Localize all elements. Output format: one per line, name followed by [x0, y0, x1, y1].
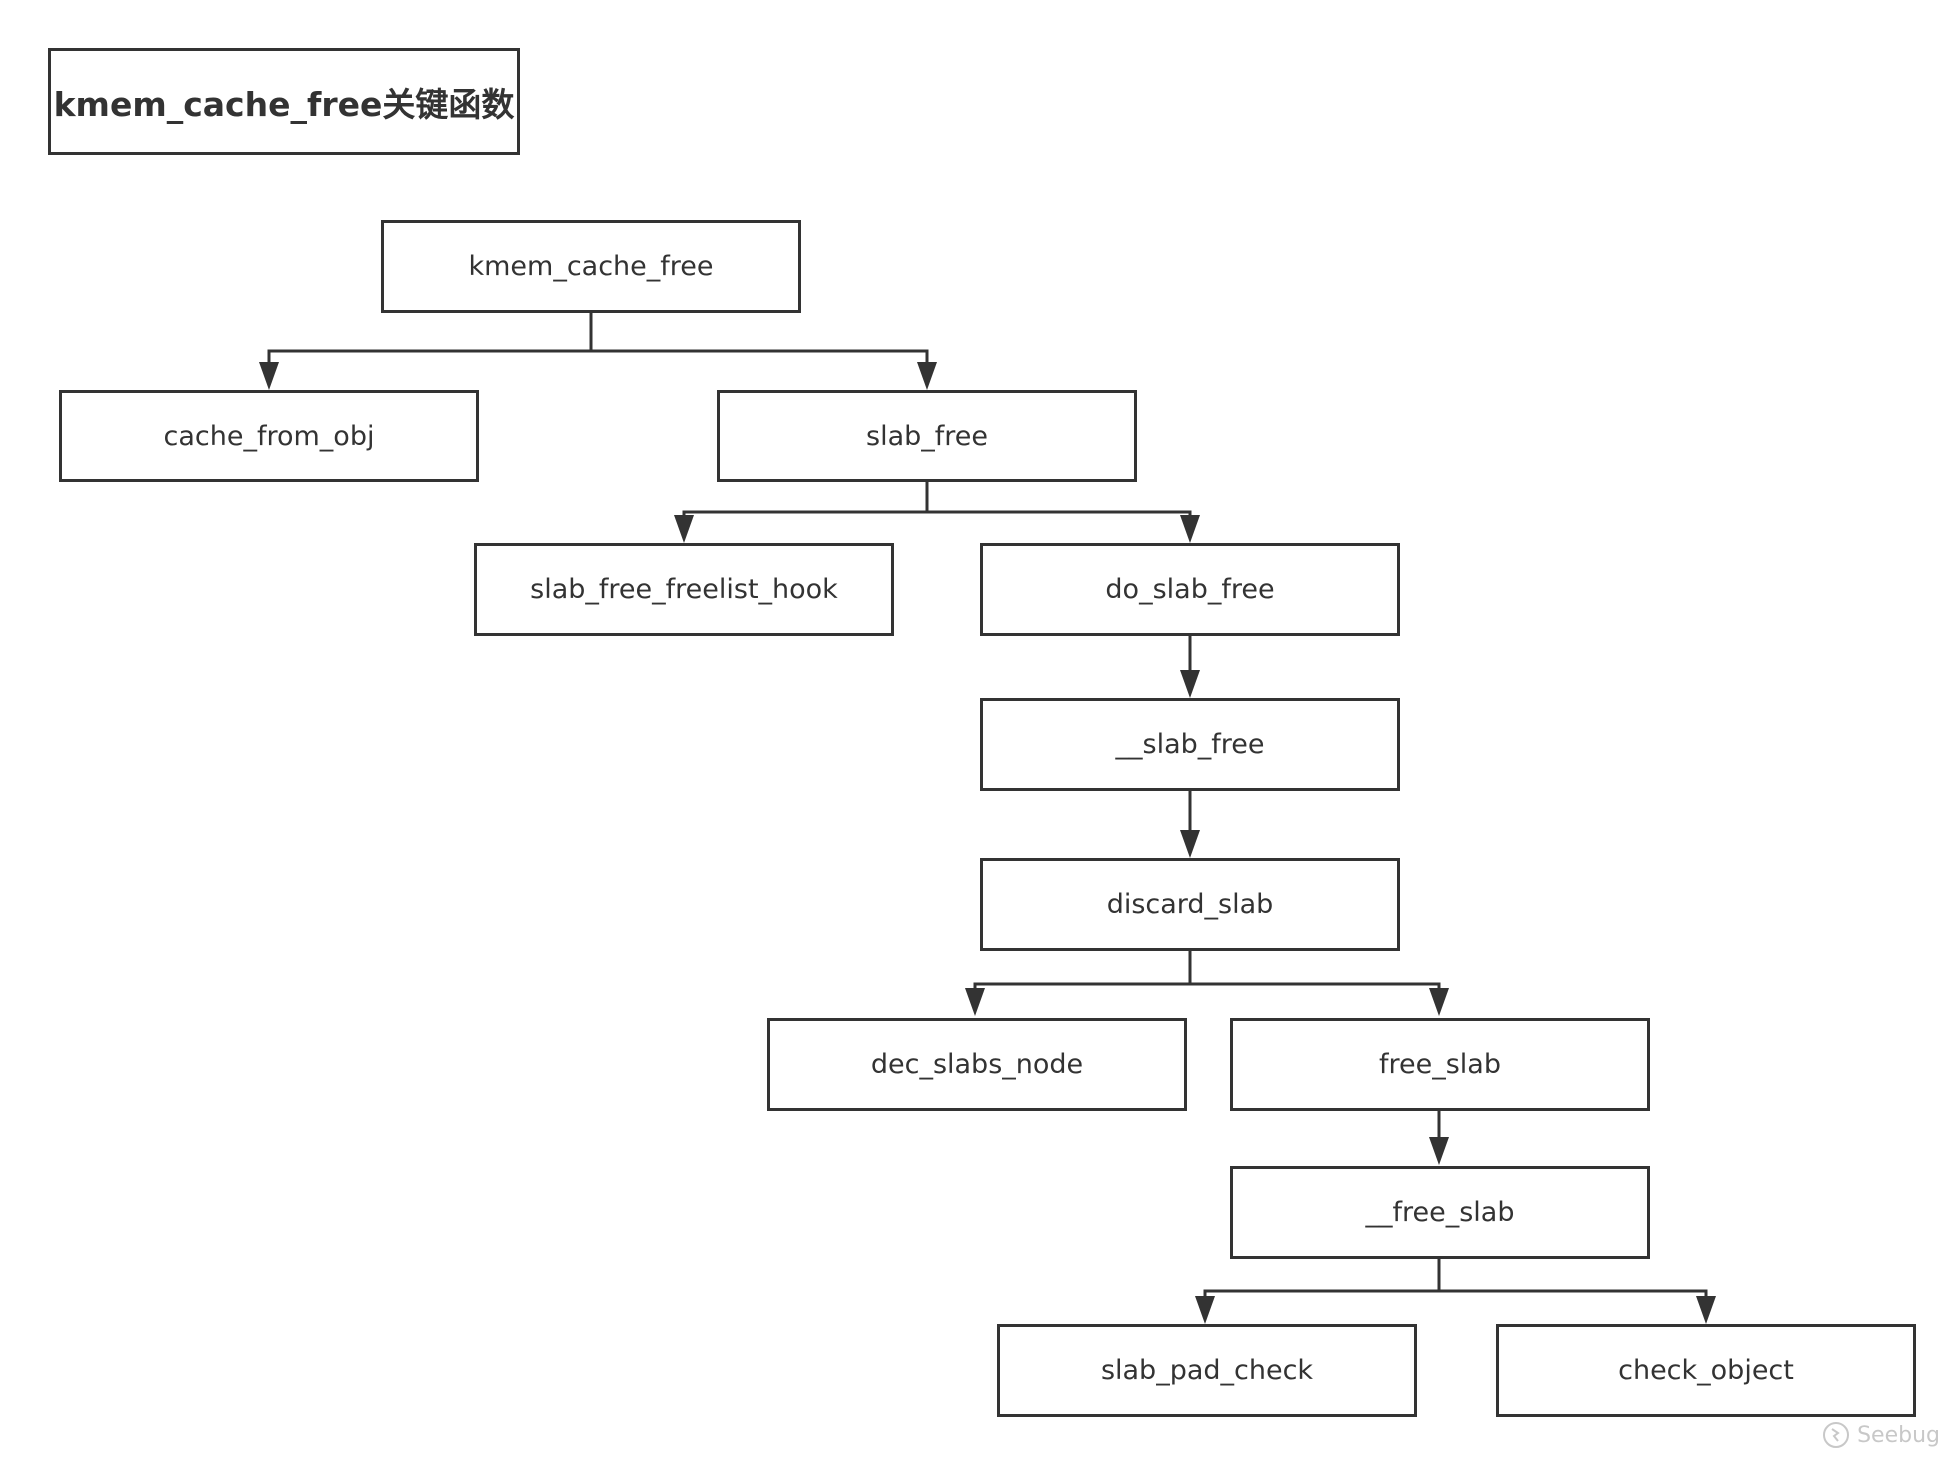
- node-label: discard_slab: [1106, 889, 1274, 920]
- node-slab_free: slab_free: [717, 390, 1137, 482]
- node-label: slab_free: [866, 420, 988, 452]
- seebug-logo-icon: [1823, 1422, 1850, 1448]
- arrowhead-check_object: [1696, 1296, 1716, 1324]
- watermark: Seebug: [1821, 1420, 1940, 1450]
- node-slab_free_freelist_hook: slab_free_freelist_hook: [474, 543, 894, 636]
- edge-kmem_cache_free-slab_free: [591, 349, 929, 370]
- node-label: slab_free_freelist_hook: [530, 574, 838, 605]
- edge-kmem_cache_free-children: [259, 313, 937, 390]
- arrowhead-dec_slabs_node: [965, 988, 985, 1016]
- node-label: kmem_cache_free: [468, 251, 714, 282]
- node-cache_from_obj: cache_from_obj: [59, 390, 479, 482]
- edge-slab_free-slab_free_freelist_hook: [682, 482, 929, 525]
- arrowhead-__free_slab: [1429, 1137, 1449, 1165]
- arrowhead-discard_slab: [1180, 830, 1200, 858]
- edge-__slab_free-discard_slab: [1180, 791, 1200, 858]
- node-label: dec_slabs_node: [870, 1049, 1084, 1080]
- node-label: slab_pad_check: [1100, 1355, 1314, 1386]
- edge-discard_slab-free_slab: [1190, 982, 1441, 997]
- arrowhead-slab_free: [917, 362, 937, 390]
- edge-do_slab_free-__slab_free: [1180, 636, 1200, 698]
- node-discard_slab: discard_slab: [980, 858, 1400, 951]
- diagram-title: kmem_cache_free关键函数: [48, 48, 520, 155]
- arrowhead-free_slab: [1429, 988, 1449, 1016]
- edge-slab_free-children: [674, 482, 1200, 543]
- node-label: do_slab_free: [1105, 574, 1275, 605]
- edge-discard_slab-dec_slabs_node: [973, 951, 1192, 997]
- arrowhead-do_slab_free: [1180, 515, 1200, 543]
- diagram-title-text: kmem_cache_free关键函数: [53, 84, 515, 124]
- edge-kmem_cache_free-cache_from_obj: [267, 313, 593, 370]
- node-label: __slab_free: [1115, 729, 1265, 760]
- node-check_object: check_object: [1496, 1324, 1916, 1417]
- node-label: check_object: [1618, 1355, 1794, 1386]
- edge-free_slab-__free_slab: [1429, 1111, 1449, 1165]
- edge-__free_slab-slab_pad_check: [1203, 1259, 1441, 1304]
- node-do_slab_free: do_slab_free: [980, 543, 1400, 636]
- arrowhead-slab_pad_check: [1195, 1296, 1215, 1324]
- node-__slab_free: __slab_free: [980, 698, 1400, 791]
- arrowhead-cache_from_obj: [259, 362, 279, 390]
- edge-slab_free-do_slab_free: [927, 510, 1192, 525]
- watermark-text: Seebug: [1857, 1422, 1940, 1448]
- node-dec_slabs_node: dec_slabs_node: [767, 1018, 1187, 1111]
- node-label: cache_from_obj: [163, 420, 375, 452]
- edge-__free_slab-children: [1195, 1259, 1716, 1324]
- node-__free_slab: __free_slab: [1230, 1166, 1650, 1259]
- edge-discard_slab-children: [965, 951, 1449, 1016]
- node-free_slab: free_slab: [1230, 1018, 1650, 1111]
- node-kmem_cache_free: kmem_cache_free: [381, 220, 801, 313]
- arrowhead-slab_free_freelist_hook: [674, 515, 694, 543]
- edge-__free_slab-check_object: [1439, 1289, 1708, 1304]
- arrowhead-__slab_free: [1180, 670, 1200, 698]
- node-label: free_slab: [1379, 1049, 1501, 1080]
- node-label: __free_slab: [1365, 1197, 1515, 1228]
- node-slab_pad_check: slab_pad_check: [997, 1324, 1417, 1417]
